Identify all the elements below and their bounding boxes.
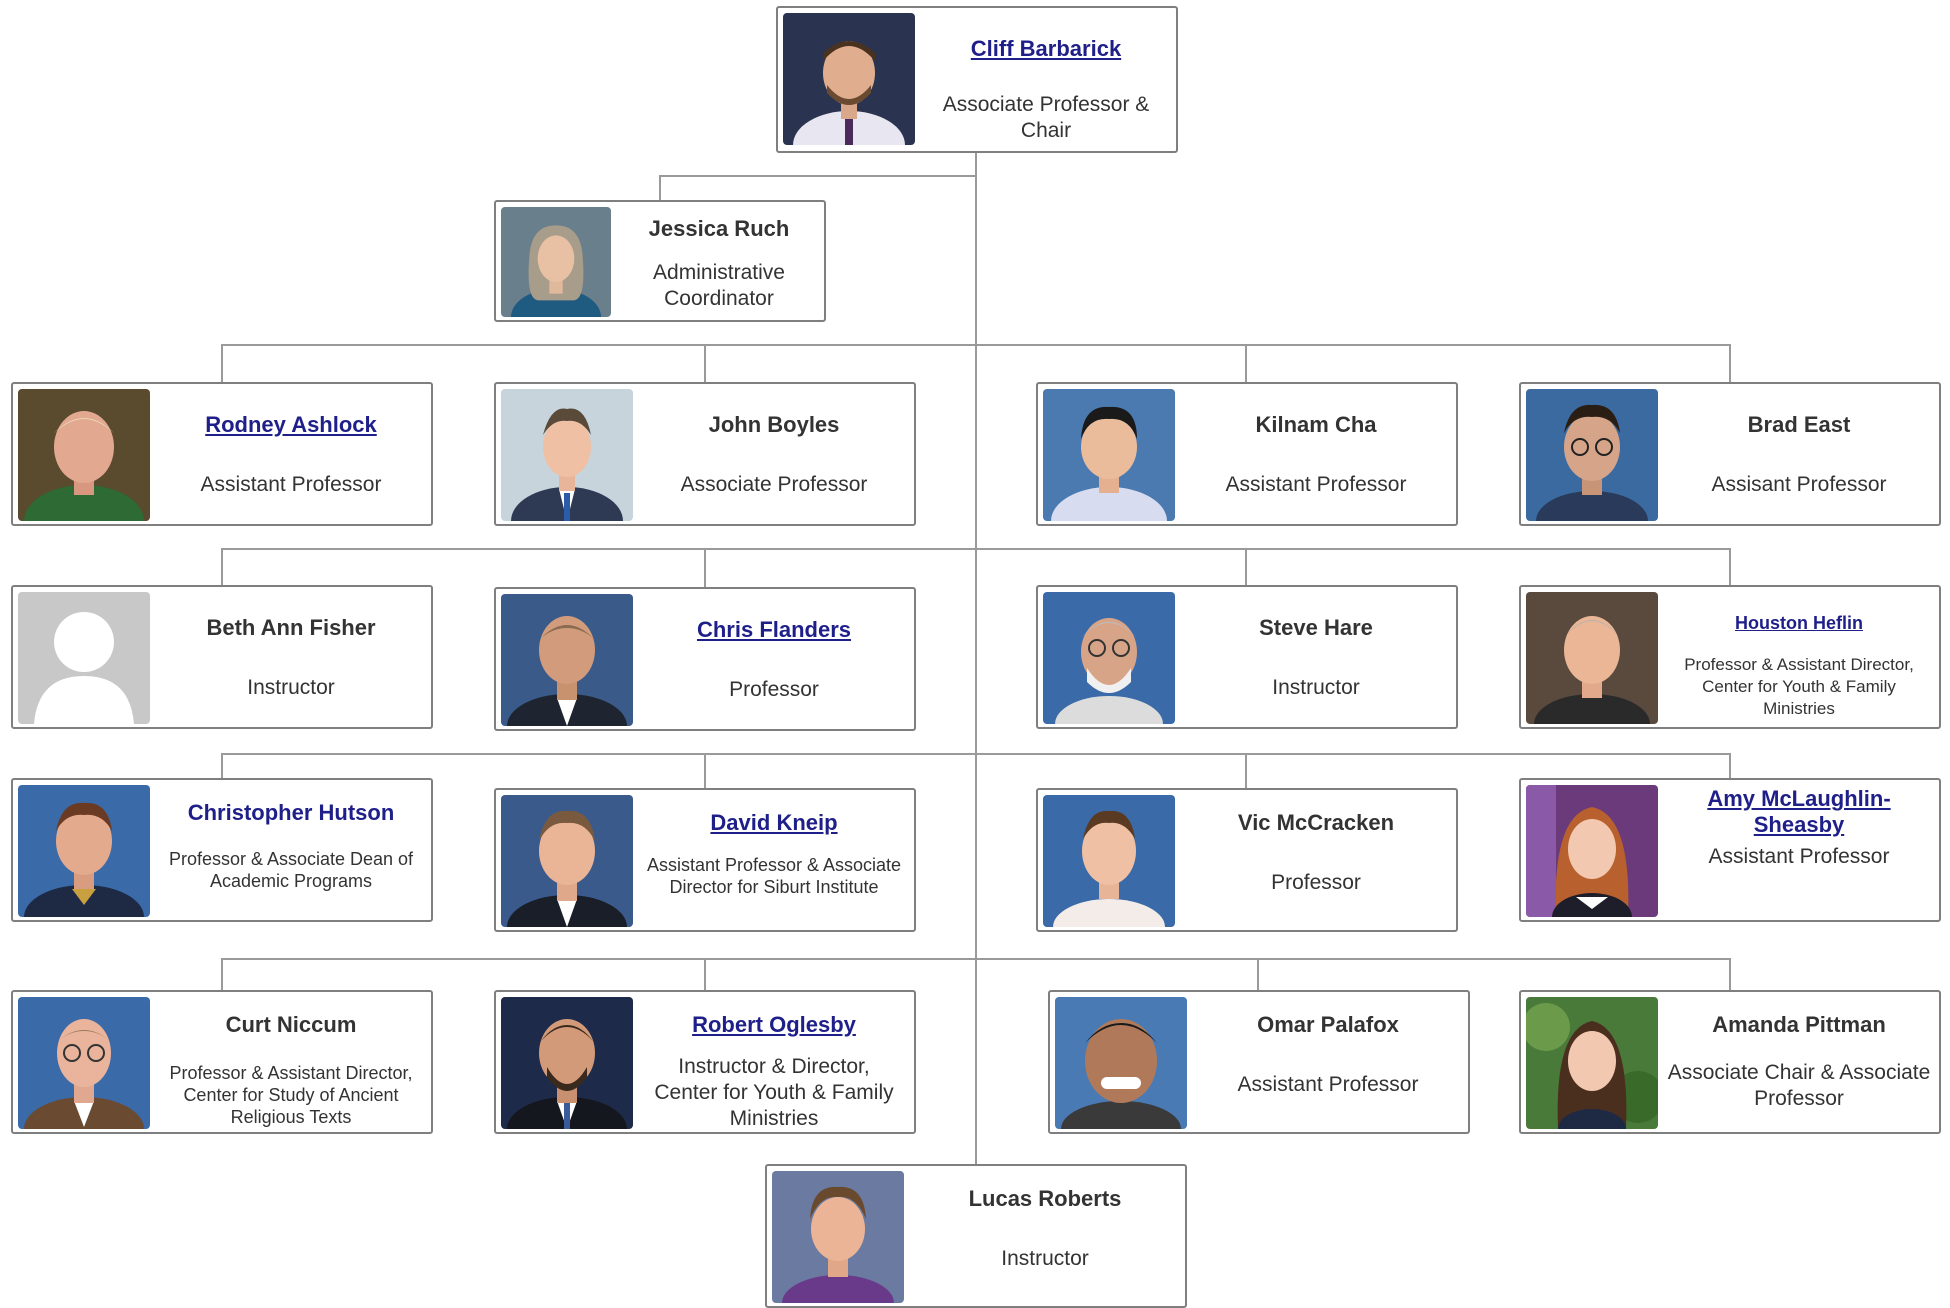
portrait-photo: [783, 13, 915, 145]
member-title: Assistant Professor: [1708, 845, 1890, 868]
member-name[interactable]: Robert Oglesby: [692, 1012, 856, 1037]
member-name[interactable]: David Kneip: [710, 810, 838, 835]
member-name: Omar Palafox: [1257, 1012, 1399, 1037]
member-title: Assisant Professor: [1711, 473, 1887, 496]
member-title: Associate Professor: [680, 473, 868, 496]
member-name: Jessica Ruch: [648, 216, 790, 241]
member-title: Assistant Professor: [1225, 473, 1407, 496]
chair-card: Cliff Barbarick Associate Professor & Ch…: [776, 6, 1178, 153]
portrait-photo: [501, 594, 633, 726]
member-title: Assistant Professor & Associate Director…: [646, 855, 902, 897]
member-name: Lucas Roberts: [968, 1186, 1122, 1211]
member-title: Professor & Associate Dean of Academic P…: [168, 849, 414, 891]
member-name: Curt Niccum: [225, 1012, 357, 1037]
portrait-photo: [1043, 795, 1175, 927]
portrait-photo: [18, 997, 150, 1129]
member-title: Professor: [729, 678, 819, 701]
member-name: Beth Ann Fisher: [206, 615, 376, 640]
portrait-photo: [501, 997, 633, 1129]
member-name[interactable]: Houston Heflin: [1735, 613, 1863, 633]
portrait-photo: [1526, 592, 1658, 724]
member-name[interactable]: Cliff Barbarick: [970, 36, 1122, 61]
member-title: Instructor: [247, 676, 335, 699]
member-name: John Boyles: [708, 412, 840, 437]
member-title: Instructor & Director, Center for Youth …: [654, 1055, 894, 1130]
member-title: Professor & Assistant Director, Center f…: [1684, 655, 1914, 718]
member-title: Professor & Assistant Director, Center f…: [169, 1063, 413, 1127]
member-name: Vic McCracken: [1237, 810, 1395, 835]
portrait-photo: [501, 207, 611, 317]
portrait-photo: [1526, 997, 1658, 1129]
portrait-photo: [501, 795, 633, 927]
member-name: Steve Hare: [1259, 615, 1373, 640]
portrait-photo: [1526, 389, 1658, 521]
member-name[interactable]: Rodney Ashlock: [205, 412, 377, 437]
member-name[interactable]: Amy McLaughlin-Sheasby: [1707, 786, 1891, 837]
member-title: Associate Professor & Chair: [942, 93, 1150, 142]
member-name[interactable]: Chris Flanders: [696, 617, 852, 642]
portrait-photo: [1043, 592, 1175, 724]
member-title: Instructor: [1001, 1247, 1089, 1270]
member-title: Administrative Coordinator: [653, 261, 785, 310]
member-name: Christopher Hutson: [187, 800, 395, 825]
portrait-photo: [1043, 389, 1175, 521]
member-title: Associate Chair & Associate Professor: [1667, 1061, 1931, 1110]
member-title: Assistant Professor: [1237, 1073, 1419, 1096]
placeholder-avatar: [18, 592, 150, 724]
portrait-photo: [18, 785, 150, 917]
admin-card: Jessica Ruch Administrative Coordinator: [494, 200, 826, 322]
member-title: Assistant Professor: [200, 473, 382, 496]
member-name: Kilnam Cha: [1255, 412, 1377, 437]
portrait-photo: [1055, 997, 1187, 1129]
member-title: Instructor: [1272, 676, 1360, 699]
portrait-photo: [501, 389, 633, 521]
portrait-photo: [772, 1171, 904, 1303]
member-name: Amanda Pittman: [1712, 1012, 1886, 1037]
portrait-photo: [18, 389, 150, 521]
member-name: Brad East: [1747, 412, 1851, 437]
portrait-photo: [1526, 785, 1658, 917]
member-title: Professor: [1271, 871, 1361, 894]
